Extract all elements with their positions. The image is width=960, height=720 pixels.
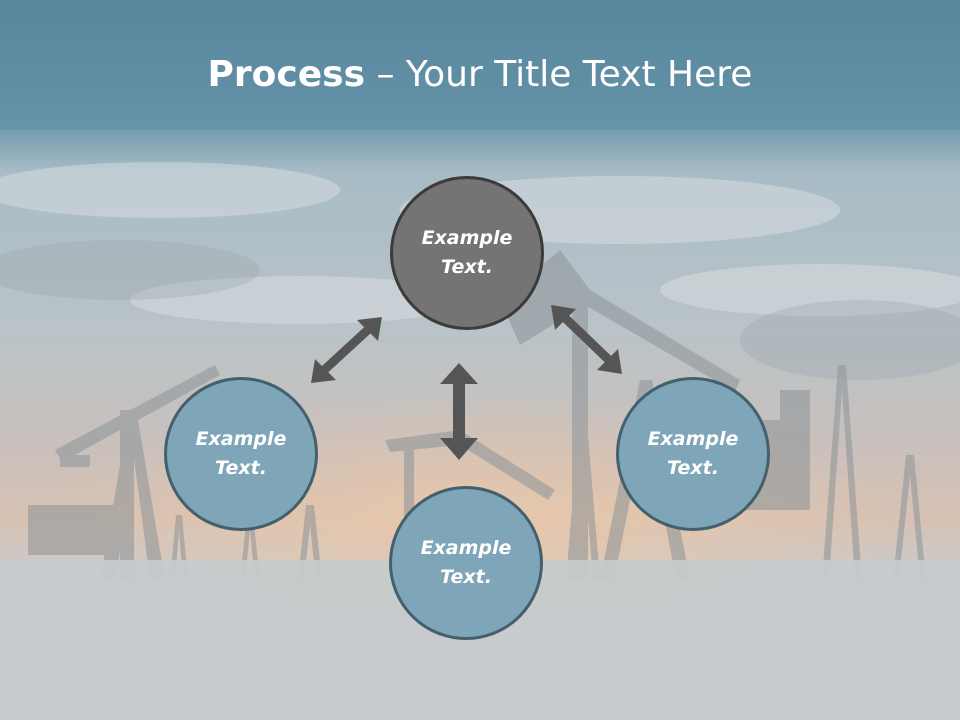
process-node-bottom-label: Example Text. bbox=[420, 537, 512, 588]
arrow-vertical bbox=[440, 363, 478, 460]
process-node-right-label: Example Text. bbox=[647, 428, 739, 479]
process-node-left: Example Text. bbox=[164, 377, 318, 531]
arrow-top-left bbox=[311, 317, 382, 383]
page-title: Process – Your Title Text Here bbox=[0, 50, 960, 100]
process-node-top-label: Example Text. bbox=[421, 227, 513, 278]
process-node-top: Example Text. bbox=[390, 176, 544, 330]
process-node-left-label: Example Text. bbox=[195, 428, 287, 479]
title-rest: – Your Title Text Here bbox=[365, 54, 753, 95]
process-node-bottom: Example Text. bbox=[389, 486, 543, 640]
title-bold: Process bbox=[207, 54, 366, 95]
arrow-top-right bbox=[551, 305, 622, 374]
process-node-right: Example Text. bbox=[616, 377, 770, 531]
